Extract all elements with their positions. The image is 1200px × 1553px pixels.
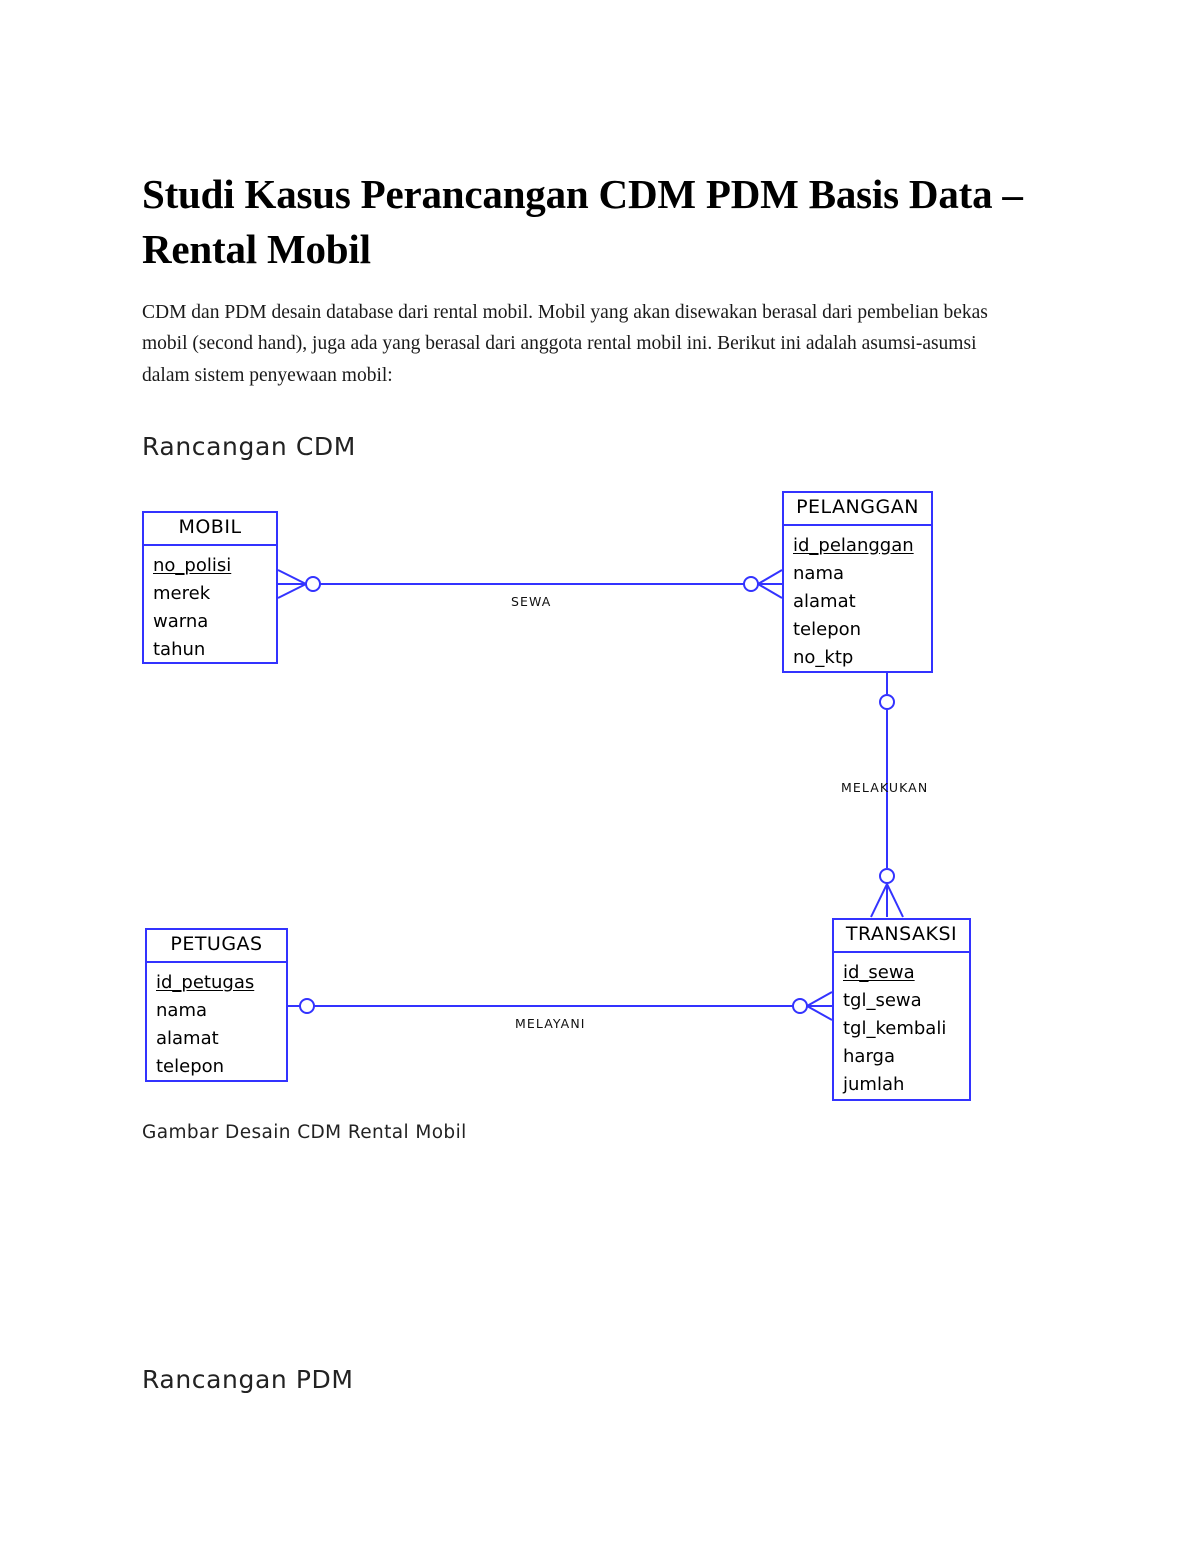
section-heading-cdm: Rancangan CDM [142, 432, 356, 461]
attribute-petugas-telepon: telepon [156, 1055, 225, 1077]
attribute-petugas-alamat: alamat [156, 1027, 219, 1049]
entity-petugas-title: PETUGAS [147, 930, 286, 963]
attribute-tgl-sewa: tgl_sewa [843, 989, 922, 1011]
attribute-jumlah: jumlah [843, 1073, 905, 1095]
section-heading-pdm: Rancangan PDM [142, 1365, 354, 1394]
crowsfoot-pelanggan-sewa [757, 569, 783, 599]
relationship-label-melayani: MELAYANI [515, 1016, 586, 1031]
intro-paragraph: CDM dan PDM desain database dari rental … [142, 301, 988, 386]
entity-transaksi: TRANSAKSI id_sewa tgl_sewa tgl_kembali h… [832, 918, 971, 1101]
attribute-tahun: tahun [153, 638, 206, 660]
attribute-alamat: alamat [793, 590, 856, 612]
entity-transaksi-title: TRANSAKSI [834, 920, 969, 953]
entity-pelanggan-title: PELANGGAN [784, 493, 931, 526]
attribute-nama: nama [793, 562, 845, 584]
entity-petugas: PETUGAS id_petugas nama alamat telepon [145, 928, 288, 1082]
entity-pelanggan: PELANGGAN id_pelanggan nama alamat telep… [782, 491, 933, 673]
crowsfoot-transaksi-melayani [806, 991, 833, 1021]
attribute-tgl-kembali: tgl_kembali [843, 1017, 947, 1039]
attribute-id-sewa: id_sewa [843, 961, 915, 983]
entity-mobil-attributes: no_polisi merek warna tahun [144, 546, 276, 670]
attribute-no-ktp: no_ktp [793, 646, 854, 668]
entity-mobil: MOBIL no_polisi merek warna tahun [142, 511, 278, 664]
crowsfoot-transaksi-melakukan [870, 883, 904, 918]
relationship-label-sewa: SEWA [511, 594, 552, 609]
crowsfoot-mobil-sewa [277, 569, 307, 599]
attribute-warna: warna [153, 610, 209, 632]
attribute-merek: merek [153, 582, 211, 604]
entity-mobil-title: MOBIL [144, 513, 276, 546]
attribute-no-polisi: no_polisi [153, 554, 232, 576]
attribute-id-petugas: id_petugas [156, 971, 255, 993]
attribute-harga: harga [843, 1045, 895, 1067]
attribute-petugas-nama: nama [156, 999, 208, 1021]
entity-transaksi-attributes: id_sewa tgl_sewa tgl_kembali harga jumla… [834, 953, 969, 1104]
figure-caption: Gambar Desain CDM Rental Mobil [142, 1122, 467, 1143]
attribute-id-pelanggan: id_pelanggan [793, 534, 914, 556]
relationship-label-melakukan: MELAKUKAN [841, 780, 929, 795]
entity-petugas-attributes: id_petugas nama alamat telepon [147, 963, 286, 1087]
entity-pelanggan-attributes: id_pelanggan nama alamat telepon no_ktp [784, 526, 931, 677]
page-title: Studi Kasus Perancangan CDM PDM Basis Da… [142, 171, 1023, 272]
attribute-telepon: telepon [793, 618, 862, 640]
